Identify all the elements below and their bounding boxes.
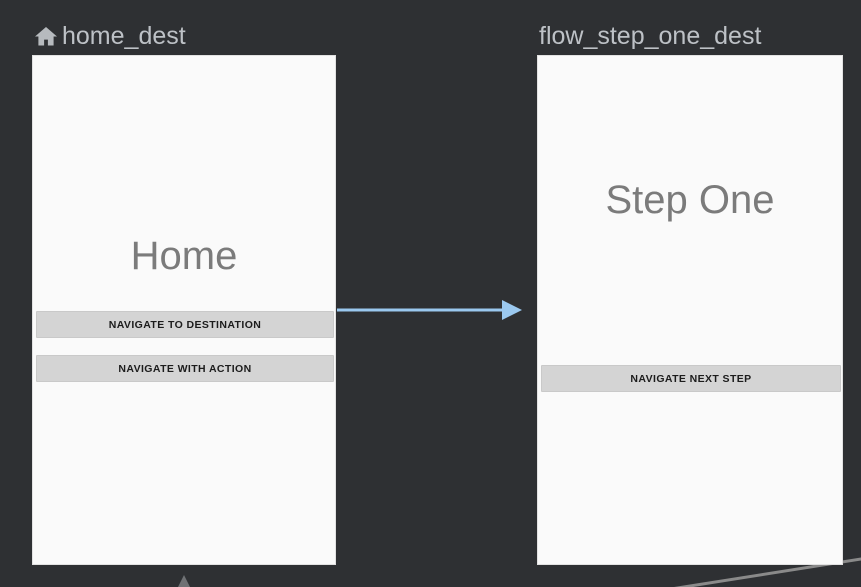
navigate-to-destination-button[interactable]: NAVIGATE TO DESTINATION bbox=[36, 311, 334, 338]
node-label-home-dest: home_dest bbox=[62, 22, 186, 50]
screen-title-home: Home bbox=[130, 234, 238, 278]
node-label-flow-step-one-dest: flow_step_one_dest bbox=[539, 22, 762, 50]
node-preview-flow-step-one-dest[interactable]: Step One NAVIGATE NEXT STEP bbox=[537, 55, 843, 565]
home-icon bbox=[34, 25, 58, 47]
connector-home-to-step-one[interactable] bbox=[337, 300, 522, 320]
destination-node-flow-step-one-dest[interactable]: flow_step_one_dest Step One NAVIGATE NEX… bbox=[537, 17, 843, 565]
destination-node-home-dest[interactable]: home_dest Home NAVIGATE TO DESTINATION N… bbox=[32, 17, 336, 565]
node-header-home-dest: home_dest bbox=[32, 17, 336, 55]
navigate-next-step-button[interactable]: NAVIGATE NEXT STEP bbox=[541, 365, 841, 392]
node-preview-home-dest[interactable]: Home NAVIGATE TO DESTINATION NAVIGATE WI… bbox=[32, 55, 336, 565]
node-header-flow-step-one-dest: flow_step_one_dest bbox=[537, 17, 843, 55]
partial-connector-bottom-left[interactable] bbox=[178, 575, 190, 587]
navigate-with-action-button[interactable]: NAVIGATE WITH ACTION bbox=[36, 355, 334, 382]
screen-title-step-one: Step One bbox=[605, 178, 775, 222]
